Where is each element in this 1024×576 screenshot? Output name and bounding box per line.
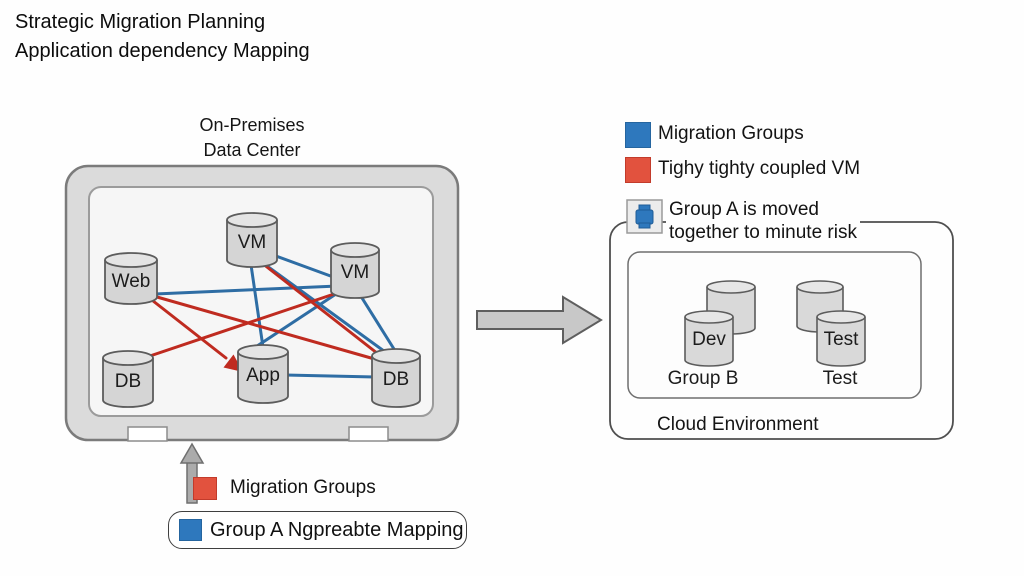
legend-group-a-note-line1: Group A is moved (669, 199, 819, 220)
page-title: Strategic Migration Planning Application… (15, 8, 310, 66)
test-cylinder (816, 317, 866, 367)
on-premises-heading: On-Premises Data Center (140, 113, 364, 163)
edge-web-app (146, 295, 228, 360)
page-title-line2: Application dependency Mapping (15, 40, 310, 62)
bottom-red-swatch (193, 477, 217, 500)
dev-cylinder-top (684, 310, 734, 324)
edge-app-dbright (283, 373, 377, 379)
dev-cylinder-label: Dev (692, 329, 726, 350)
app-cylinder (237, 352, 289, 404)
group-a-icon (626, 199, 663, 234)
migration-arrow (476, 295, 603, 345)
vm-right-cylinder-top (330, 242, 380, 258)
edge-dbleft-vmright (136, 290, 342, 362)
app-label: App (246, 365, 280, 386)
legend-group-a-note: Group A is moved together to minute risk (666, 198, 860, 244)
test-cylinder-label: Test (823, 329, 859, 350)
web-cylinder (104, 260, 158, 305)
web-label: Web (111, 271, 151, 292)
tightly-coupled-edges (136, 258, 384, 362)
db-left-label: DB (114, 371, 142, 392)
test-group-label: Test (822, 368, 858, 389)
group-a-icon-bottom (638, 222, 651, 229)
on-premises-heading-line1: On-Premises (199, 115, 305, 135)
legend-group-a-note-line2: together to minute risk (669, 222, 857, 243)
group-b-back-cylinder-top (706, 280, 756, 294)
group-b-label: Group B (667, 368, 739, 389)
laptop-slot-right (348, 426, 389, 442)
edge-vmtop-dbright-red (256, 258, 384, 359)
edge-web-vmright (153, 284, 340, 296)
dev-cylinder (684, 317, 734, 367)
db-right-label: DB (382, 369, 410, 390)
vm-top-cylinder (226, 220, 278, 268)
edge-web-dbright (148, 293, 380, 362)
cloud-environment-title: Cloud Environment (657, 414, 819, 435)
up-arrow-head (179, 442, 205, 464)
vm-right-cylinder (330, 250, 380, 299)
group-a-callout-label: Group A Ngpreabte Mapping (210, 518, 464, 541)
test-back-cylinder-top (796, 280, 844, 294)
db-right-cylinder (371, 356, 421, 408)
migration-group-edges (153, 250, 401, 379)
legend-migration-groups-label: Migration Groups (658, 123, 804, 144)
db-right-cylinder-top (371, 348, 421, 364)
laptop-slot-left (127, 426, 168, 442)
group-a-icon-body (635, 209, 654, 225)
bottom-migration-groups-label: Migration Groups (230, 477, 376, 498)
legend-blue-swatch (625, 122, 651, 148)
web-cylinder-top (104, 252, 158, 268)
group-a-callout: Group A Ngpreabte Mapping (168, 511, 467, 549)
on-premises-heading-line2: Data Center (203, 140, 301, 160)
onprem-cylinders (102, 212, 421, 408)
vm-right-label: VM (340, 262, 370, 283)
app-cylinder-top (237, 344, 289, 360)
cloud-cylinders (684, 280, 866, 367)
vm-top-cylinder-top (226, 212, 278, 228)
edge-vmright-app (246, 292, 338, 354)
test-cylinder-top (816, 310, 866, 324)
vm-top-label: VM (237, 232, 267, 253)
legend-coupled-vm-label: Tighy tighty coupled VM (658, 158, 861, 179)
db-left-cylinder (102, 358, 154, 408)
callout-blue-swatch (179, 519, 202, 541)
edge-vmtop-app (248, 256, 266, 356)
db-left-cylinder-top (102, 350, 154, 366)
page-title-line1: Strategic Migration Planning (15, 11, 266, 33)
edge-vmright-dbright (355, 288, 401, 359)
legend-red-swatch (625, 157, 651, 183)
